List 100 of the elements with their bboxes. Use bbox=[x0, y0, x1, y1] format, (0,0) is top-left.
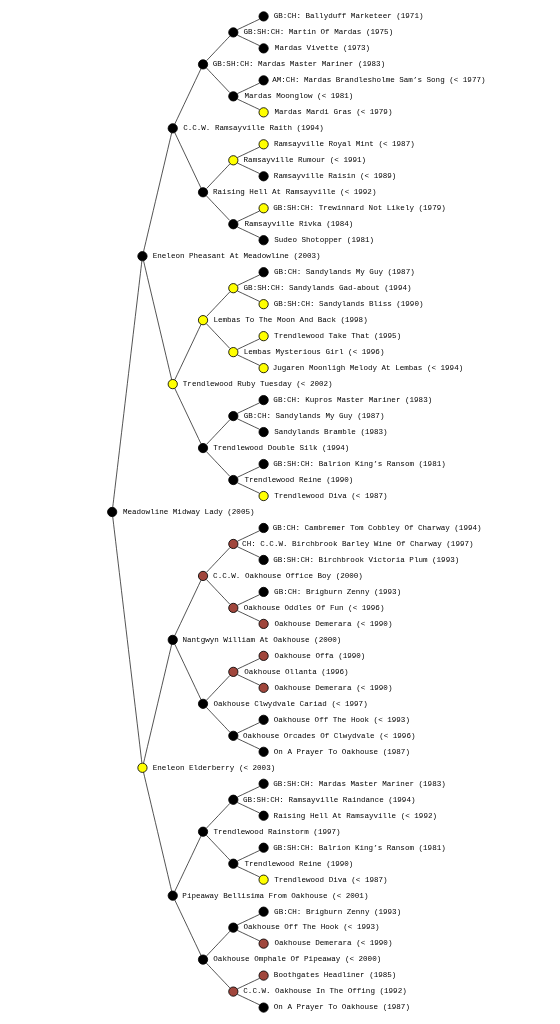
connector bbox=[236, 34, 260, 46]
node-circle bbox=[258, 842, 269, 853]
node-circle bbox=[258, 363, 269, 374]
connector bbox=[173, 324, 201, 381]
node-circle bbox=[227, 666, 238, 677]
node-circle bbox=[136, 251, 147, 262]
connector bbox=[236, 226, 260, 238]
connector bbox=[236, 162, 260, 174]
node-circle bbox=[227, 411, 238, 422]
node-circle bbox=[227, 858, 238, 869]
node-circle bbox=[197, 443, 208, 454]
node-circle bbox=[258, 75, 269, 86]
node-circle bbox=[197, 59, 208, 70]
node-circle bbox=[258, 874, 269, 885]
node-circle bbox=[258, 810, 269, 821]
connector bbox=[205, 163, 230, 189]
node-circle bbox=[258, 618, 269, 629]
node-circle bbox=[258, 554, 269, 565]
connector bbox=[205, 802, 230, 829]
connector bbox=[205, 419, 230, 445]
connector bbox=[236, 546, 260, 558]
node-circle bbox=[227, 474, 238, 486]
connector bbox=[236, 674, 260, 686]
node-circle bbox=[227, 91, 238, 102]
connector bbox=[205, 930, 230, 957]
node-circle bbox=[227, 794, 238, 805]
connector bbox=[142, 644, 172, 764]
node-circle bbox=[258, 235, 269, 246]
node-circle bbox=[258, 203, 269, 214]
connector bbox=[236, 466, 260, 478]
node-circle bbox=[167, 634, 178, 645]
connector bbox=[205, 547, 230, 573]
node-circle bbox=[227, 219, 238, 230]
node-circle bbox=[258, 267, 269, 278]
connector bbox=[205, 67, 230, 93]
node-circle bbox=[258, 746, 269, 757]
node-circle bbox=[227, 155, 238, 166]
connector bbox=[236, 930, 260, 942]
node-circle bbox=[258, 970, 269, 981]
node-circle bbox=[258, 331, 269, 342]
connector bbox=[236, 530, 260, 542]
node-circle bbox=[258, 778, 269, 789]
node-circle bbox=[258, 682, 269, 693]
node-circle bbox=[167, 890, 178, 901]
connector bbox=[236, 722, 260, 734]
connector bbox=[236, 850, 260, 862]
connector bbox=[236, 610, 260, 622]
node-circle bbox=[258, 650, 269, 661]
node-circle bbox=[258, 586, 269, 597]
node-circle bbox=[227, 922, 238, 933]
connector bbox=[236, 658, 260, 670]
connector bbox=[142, 772, 172, 892]
connector bbox=[173, 387, 201, 445]
connector bbox=[236, 594, 260, 606]
connector bbox=[205, 579, 230, 605]
connector bbox=[236, 482, 260, 494]
connector bbox=[236, 18, 260, 30]
connector bbox=[236, 802, 260, 814]
connector bbox=[142, 132, 172, 252]
connector bbox=[236, 82, 260, 94]
node-circle bbox=[227, 602, 238, 613]
node-circle bbox=[227, 347, 238, 358]
node-circle bbox=[258, 11, 269, 22]
connector bbox=[236, 146, 260, 158]
node-circle bbox=[167, 123, 178, 134]
connector bbox=[205, 962, 230, 989]
node-circle bbox=[258, 395, 269, 406]
node-circle bbox=[227, 986, 238, 997]
connector bbox=[236, 338, 260, 350]
node-circle bbox=[258, 171, 269, 182]
connector bbox=[173, 835, 201, 892]
connector bbox=[111, 516, 142, 764]
connector bbox=[236, 290, 260, 302]
node-circle bbox=[106, 506, 117, 518]
connector bbox=[205, 291, 230, 317]
connector bbox=[236, 98, 260, 110]
connector bbox=[142, 260, 172, 380]
connector bbox=[236, 402, 260, 414]
connector bbox=[173, 899, 201, 956]
node-circle bbox=[227, 538, 238, 549]
node-circle bbox=[258, 427, 269, 438]
node-circle bbox=[258, 459, 269, 470]
node-circle bbox=[197, 698, 208, 709]
connector bbox=[236, 738, 260, 750]
connector bbox=[236, 418, 260, 430]
connector bbox=[205, 35, 230, 62]
node-circle bbox=[227, 730, 238, 741]
node-circle bbox=[167, 379, 178, 390]
node-circle bbox=[258, 43, 269, 54]
node-circle bbox=[136, 762, 147, 773]
node-circle bbox=[197, 570, 208, 581]
node-circle bbox=[197, 315, 208, 326]
connector bbox=[173, 132, 201, 189]
node-circle bbox=[258, 490, 269, 502]
connector bbox=[205, 706, 230, 733]
connector bbox=[205, 451, 230, 477]
connector bbox=[236, 993, 260, 1006]
node-circle bbox=[197, 187, 208, 198]
node-circle bbox=[258, 938, 269, 949]
connector bbox=[236, 977, 260, 990]
